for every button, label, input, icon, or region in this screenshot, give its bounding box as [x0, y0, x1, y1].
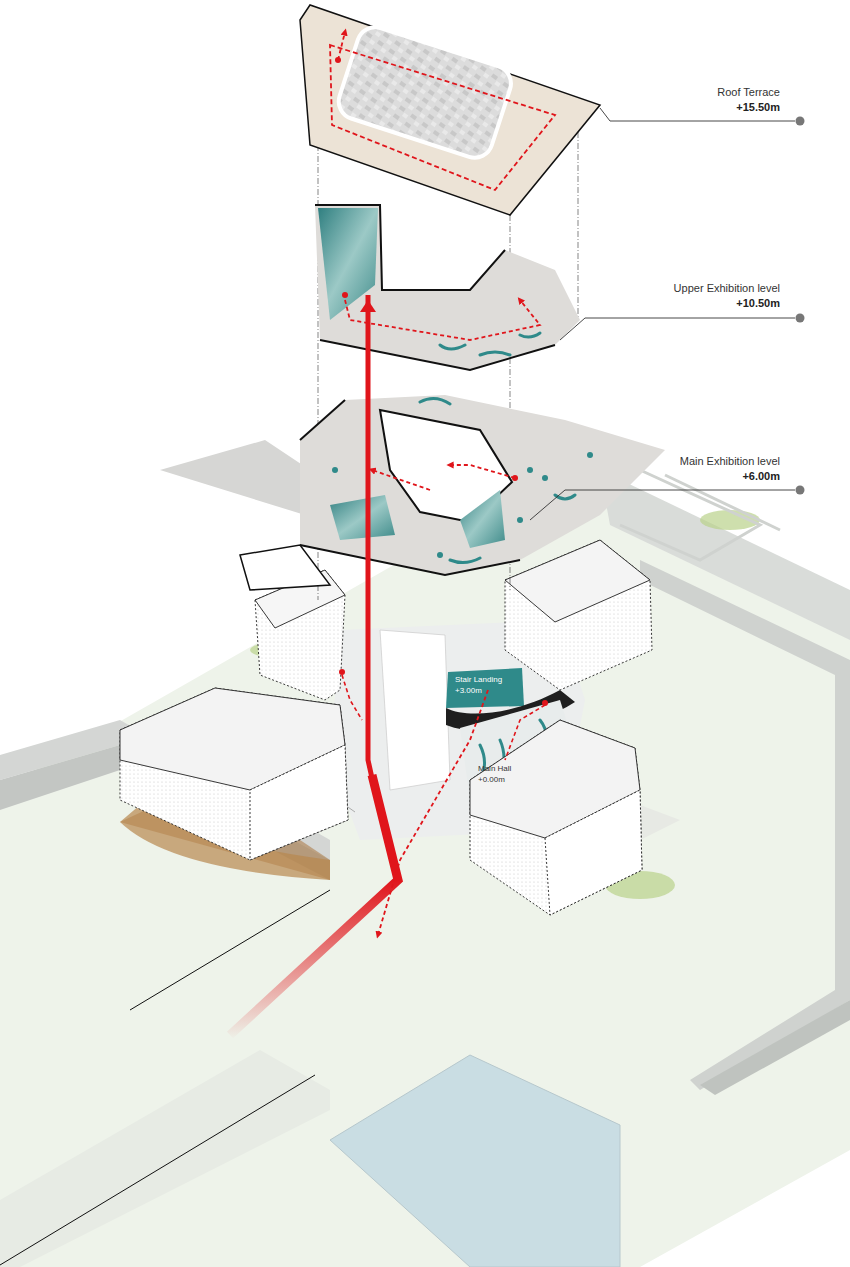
level-name: Roof Terrace	[717, 86, 780, 99]
space-height: +3.00m	[455, 686, 482, 695]
leader-dot	[796, 117, 805, 495]
circulation-path	[230, 295, 548, 1035]
space-name: Main Hall	[478, 764, 511, 773]
level-name: Main Exhibition level	[680, 455, 780, 468]
site-plan	[0, 470, 850, 1267]
level-height: +15.50m	[736, 101, 780, 114]
roof-terrace-slab	[300, 5, 600, 215]
upper-exhibition-slab	[315, 205, 580, 370]
level-name: Upper Exhibition level	[674, 282, 780, 295]
building-volume	[120, 540, 652, 915]
space-height: +0.00m	[478, 775, 505, 784]
leader-line	[530, 108, 795, 520]
level-height: +6.00m	[742, 470, 780, 483]
space-name: Stair Landing	[455, 675, 502, 684]
level-height: +10.50m	[736, 297, 780, 310]
main-exhibition-slab	[160, 395, 665, 590]
